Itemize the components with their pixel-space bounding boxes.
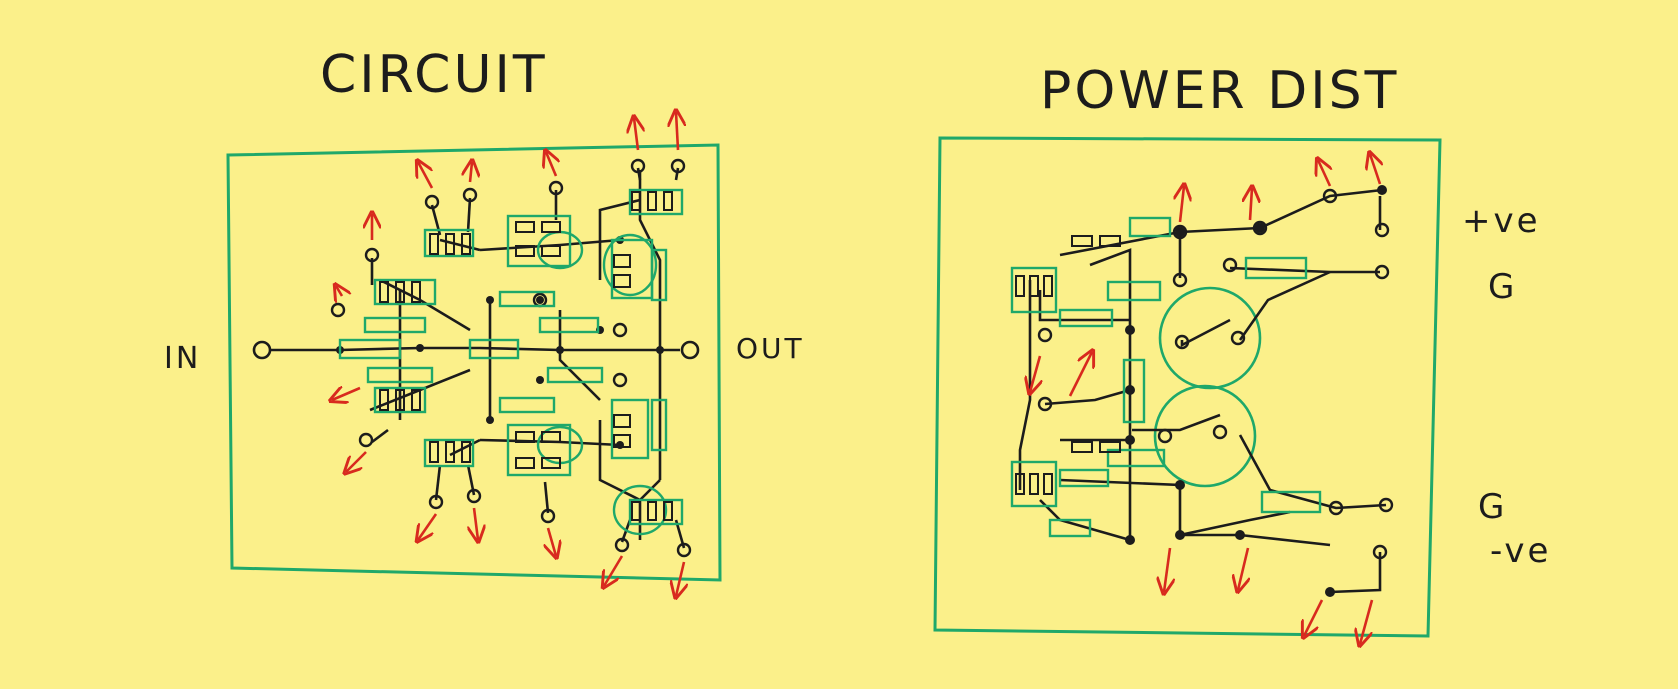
rail-label-ground-top: G — [1488, 267, 1517, 307]
rail-label-negative: -ve — [1490, 531, 1551, 571]
power-board-outline — [933, 136, 1442, 638]
rail-wires — [1018, 188, 1387, 594]
rail-junctions — [1125, 185, 1387, 597]
input-label: IN — [164, 341, 201, 376]
rail-label-ground-bottom: G — [1478, 487, 1507, 527]
rail-label-positive: +ve — [1462, 201, 1541, 241]
filter-capacitors — [1153, 286, 1262, 488]
regulator-outlines — [1015, 235, 1121, 495]
rail-pads — [1037, 188, 1394, 560]
power-arrows — [332, 112, 684, 596]
output-label: OUT — [736, 332, 805, 365]
circuit-title: CIRCUIT — [320, 45, 548, 105]
parts-outlines — [379, 191, 673, 521]
power-rail-arrows — [1030, 154, 1380, 644]
power-dist-panel: POWER DIST +ve G G -ve — [933, 61, 1551, 644]
components — [338, 188, 684, 536]
regulator-parts — [1010, 216, 1322, 538]
circuit-panel: CIRCUIT IN OUT — [164, 45, 805, 596]
power-dist-title: POWER DIST — [1040, 61, 1399, 121]
